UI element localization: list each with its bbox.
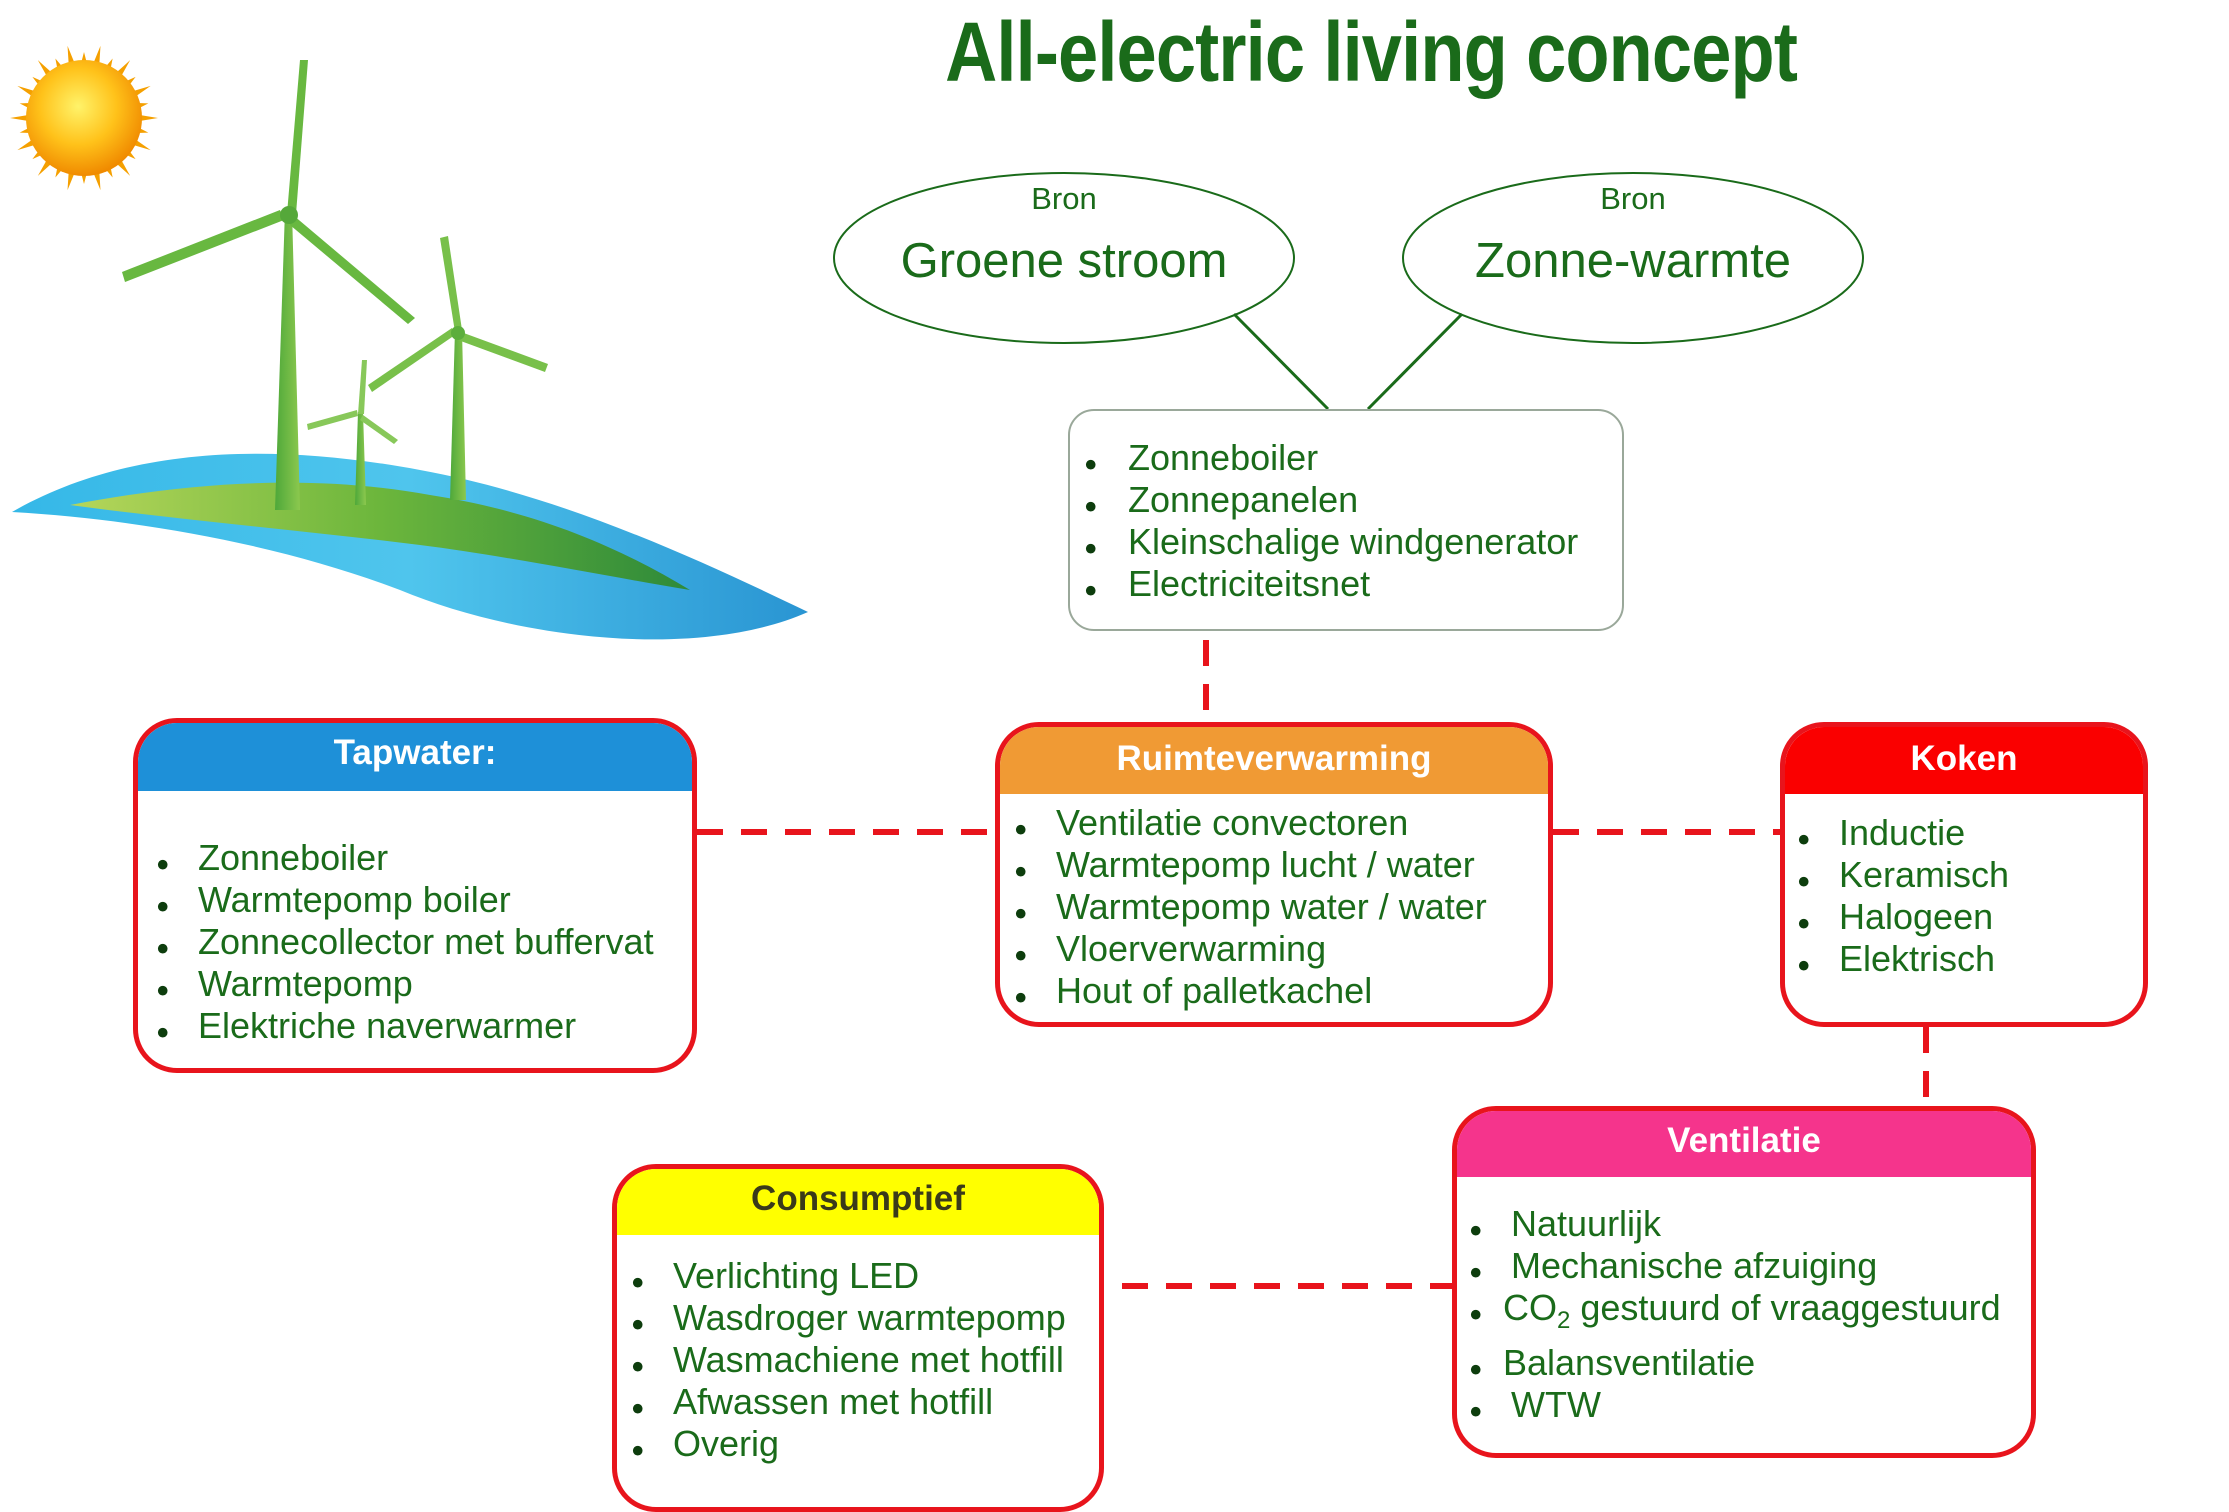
list-item: Halogeen <box>1797 896 2143 944</box>
list-item: Inductie <box>1797 812 2143 860</box>
list-item: WTW <box>1469 1384 2031 1432</box>
source-ellipse-zonne-warmte <box>1402 172 1864 344</box>
list-item: Warmtepomp <box>156 963 692 1011</box>
list-item: Warmtepomp water / water <box>1014 886 1548 934</box>
list-item: Vloerverwarming <box>1014 928 1548 976</box>
source-options-box: Zonneboiler Zonnepanelen Kleinschalige w… <box>1068 409 1624 631</box>
list-item: Hout of palletkachel <box>1014 970 1548 1018</box>
connector-groene-stroom <box>1232 312 1330 411</box>
connector-zonne-warmte <box>1366 312 1464 411</box>
card-title: Tapwater: <box>138 723 692 791</box>
source-name: Zonne-warmte <box>1475 234 1791 288</box>
card-title: Ventilatie <box>1457 1111 2031 1177</box>
koken-list: Inductie Keramisch Halogeen Elektrisch <box>1797 812 2143 986</box>
list-item: Afwassen met hotfill <box>631 1381 1099 1429</box>
source-sub-label: Bron <box>1031 181 1097 216</box>
card-title: Ruimteverwarming <box>1000 727 1548 794</box>
ruimteverwarming-list: Ventilatie convectoren Warmtepomp lucht … <box>1014 802 1548 1018</box>
list-item: Electriciteitsnet <box>1084 563 1622 611</box>
list-item: Zonneboiler <box>1084 437 1622 485</box>
co2-label: CO <box>1503 1287 1557 1328</box>
list-item: Verlichting LED <box>631 1255 1099 1303</box>
card-title: Koken <box>1785 727 2143 794</box>
card-tapwater: Tapwater: Zonneboiler Warmtepomp boiler … <box>133 718 697 1073</box>
list-item: Overig <box>631 1423 1099 1471</box>
card-consumptief: Consumptief Verlichting LED Wasdroger wa… <box>612 1164 1104 1512</box>
list-item: Wasmachiene met hotfill <box>631 1339 1099 1387</box>
source-groene-stroom: Bron Groene stroom <box>834 173 1294 343</box>
list-item: CO2 gestuurd of vraaggestuurd <box>1469 1287 2031 1342</box>
list-item: Mechanische afzuiging <box>1469 1245 2031 1293</box>
list-item: Elektriche naverwarmer <box>156 1005 692 1053</box>
tapwater-list: Zonneboiler Warmtepomp boiler Zonnecolle… <box>156 837 692 1053</box>
list-item: Natuurlijk <box>1469 1203 2031 1251</box>
source-sub-label: Bron <box>1600 181 1666 216</box>
list-item: Zonnecollector met buffervat <box>156 921 692 969</box>
list-item: Balansventilatie <box>1469 1342 2031 1390</box>
source-zonne-warmte: Bron Zonne-warmte <box>1403 173 1863 343</box>
card-ventilatie: Ventilatie Natuurlijk Mechanische afzuig… <box>1452 1106 2036 1458</box>
source-ellipse-groene-stroom <box>833 172 1295 344</box>
card-title: Consumptief <box>617 1169 1099 1235</box>
list-item: Ventilatie convectoren <box>1014 802 1548 850</box>
list-item: Warmtepomp lucht / water <box>1014 844 1548 892</box>
wind-turbine-logo <box>12 60 808 640</box>
sun-icon <box>10 45 158 191</box>
list-item: Wasdroger warmtepomp <box>631 1297 1099 1345</box>
source-name: Groene stroom <box>900 234 1228 288</box>
page-title: All-electric living concept <box>945 5 1798 99</box>
list-item: Keramisch <box>1797 854 2143 902</box>
co2-subscript: 2 <box>1557 1307 1571 1335</box>
list-item: Warmtepomp boiler <box>156 879 692 927</box>
list-item: Elektrisch <box>1797 938 2143 986</box>
list-item: Zonnepanelen <box>1084 479 1622 527</box>
list-item: Kleinschalige windgenerator <box>1084 521 1622 569</box>
co2-text: gestuurd of vraaggestuurd <box>1580 1287 2001 1328</box>
card-ruimteverwarming: Ruimteverwarming Ventilatie convectoren … <box>995 722 1553 1027</box>
consumptief-list: Verlichting LED Wasdroger warmtepomp Was… <box>631 1255 1099 1471</box>
source-options-list: Zonneboiler Zonnepanelen Kleinschalige w… <box>1084 437 1622 611</box>
list-item: Zonneboiler <box>156 837 692 885</box>
card-koken: Koken Inductie Keramisch Halogeen Elektr… <box>1780 722 2148 1027</box>
ventilatie-list: Natuurlijk Mechanische afzuiging CO2 ges… <box>1469 1203 2031 1432</box>
